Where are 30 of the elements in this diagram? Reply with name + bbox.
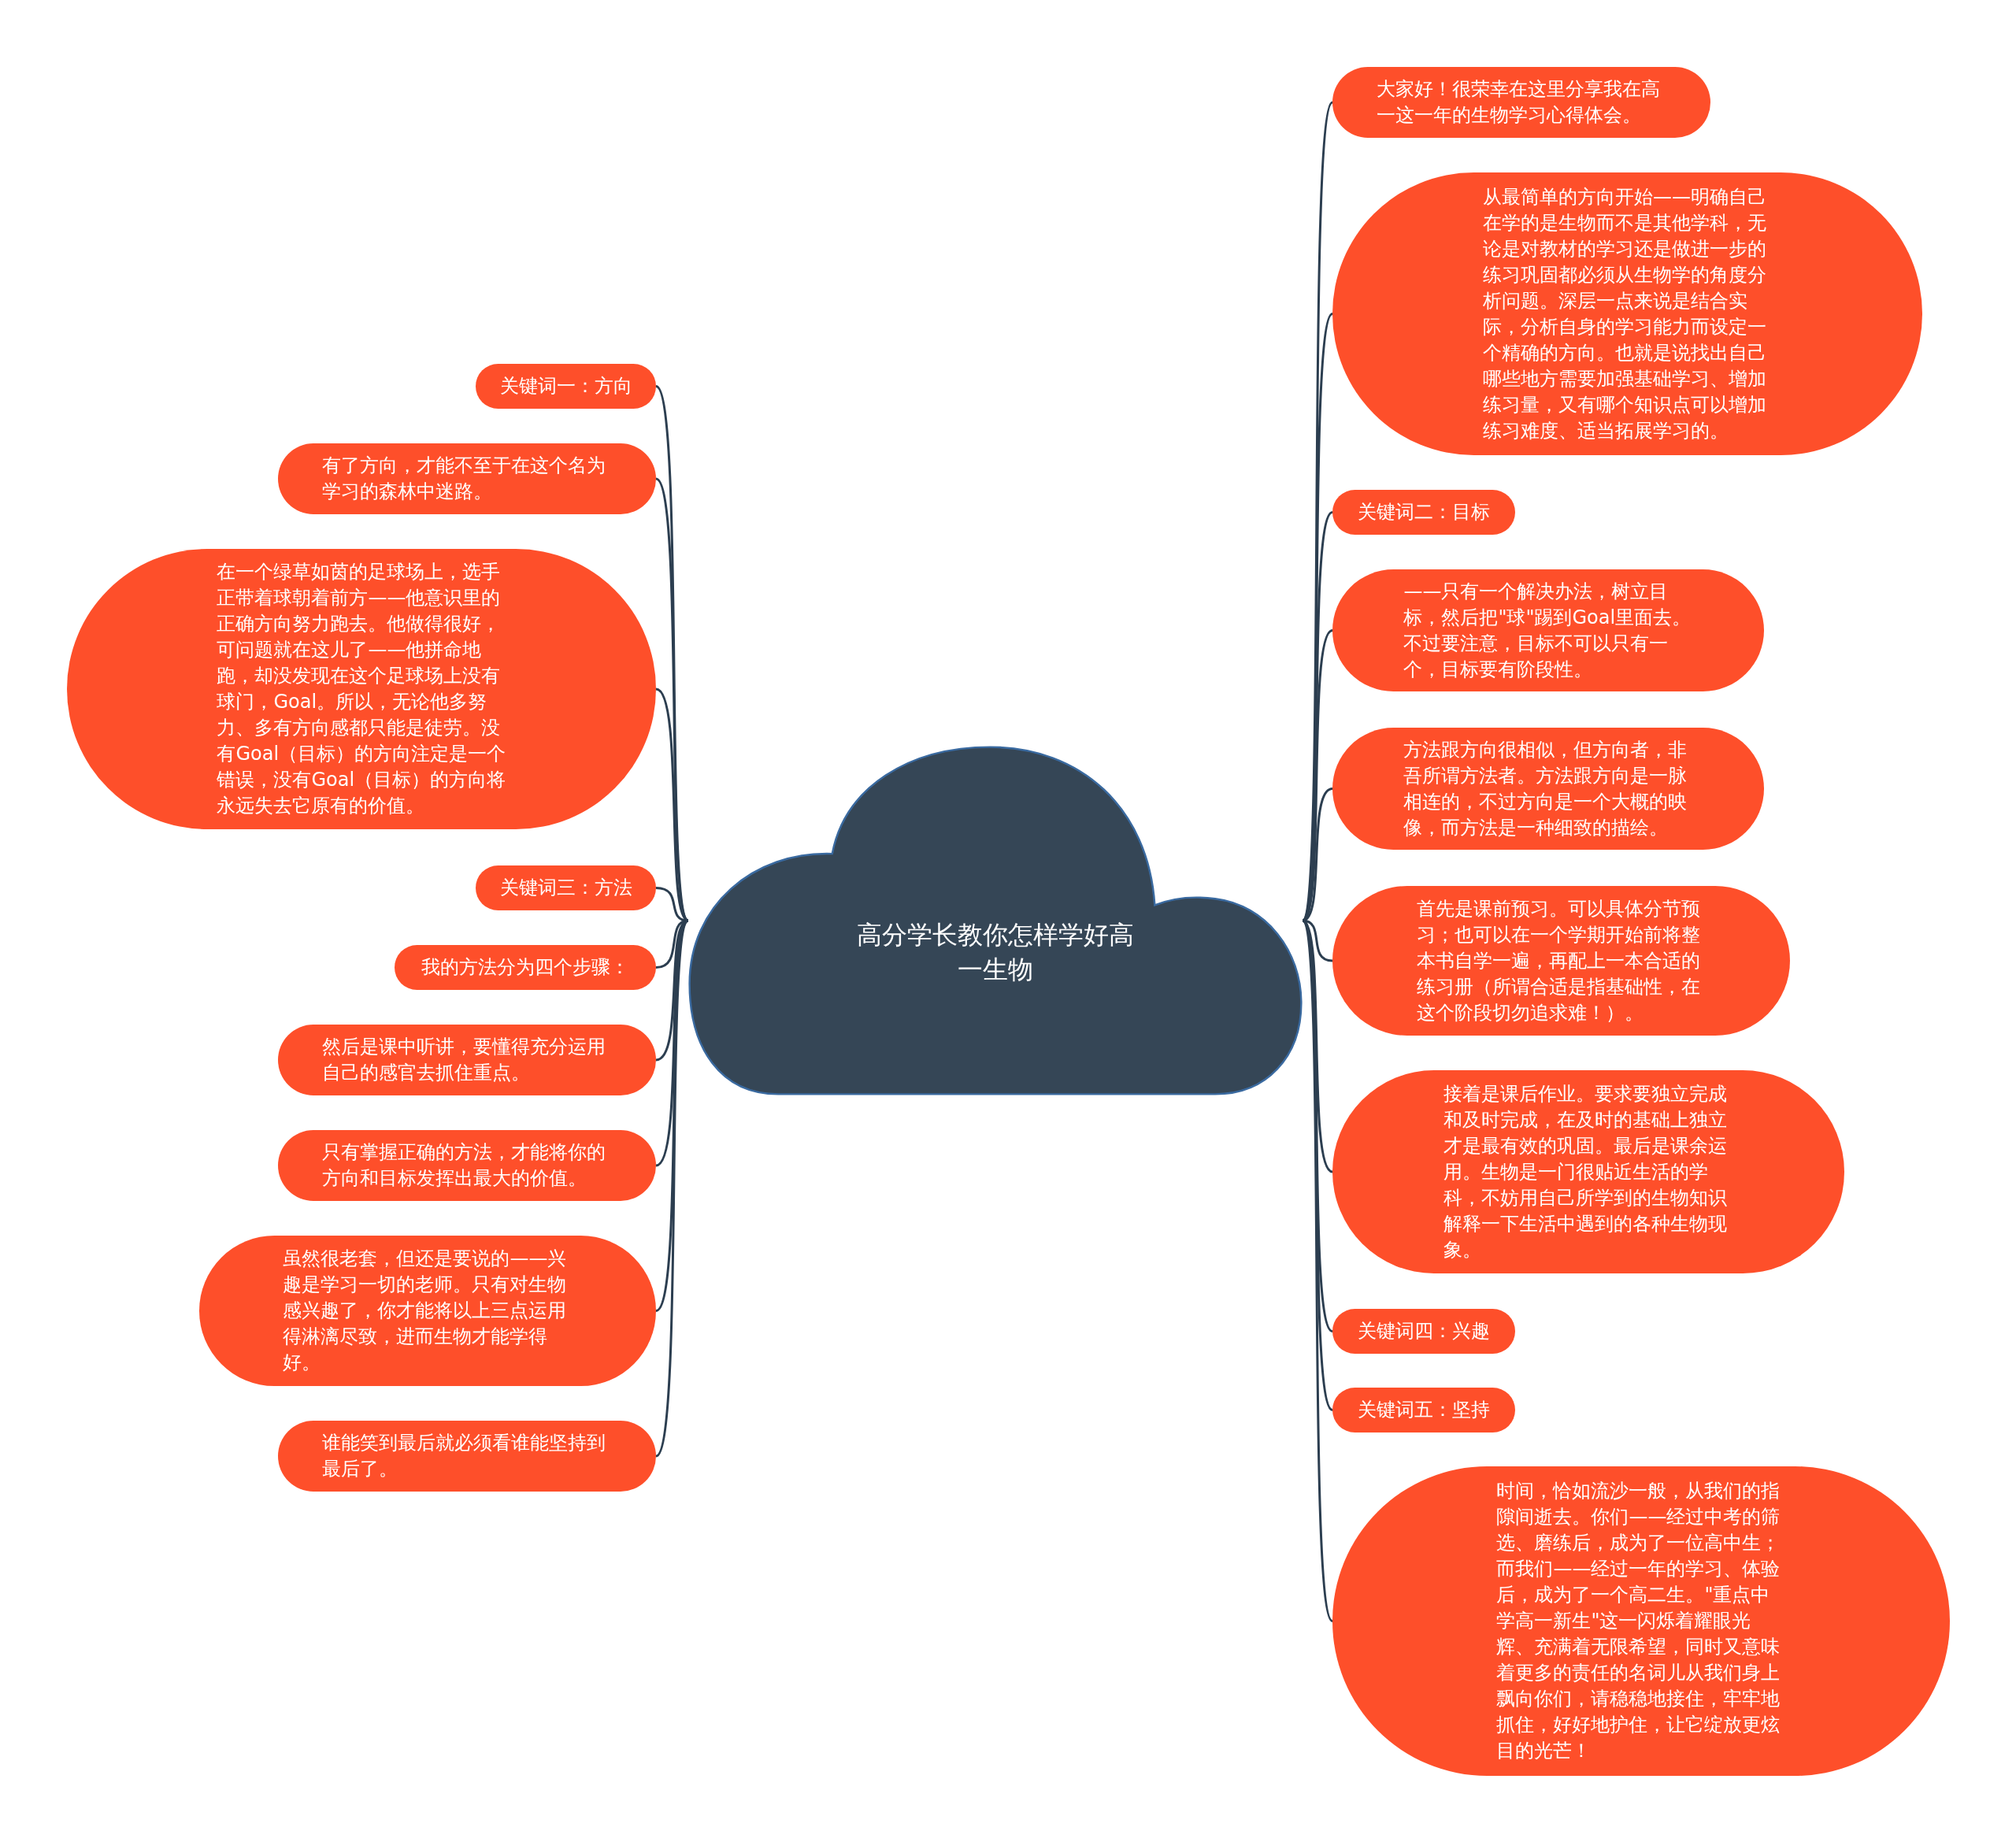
topic-text: 有了方向，才能不至于在这个名为学习的森林中迷路。 xyxy=(322,454,607,504)
topic-text: 方法跟方向很相似，但方向者，非吾所谓方法者。方法跟方向是一脉相连的，不过方向是一个大概的映像，而方法是一种细致的描绘。 xyxy=(1403,737,1688,840)
central-topic-text: 高分学长教你怎样学好高一生物 xyxy=(856,919,1135,986)
connector-line xyxy=(1301,313,1334,921)
topic-text: 首先是课前预习。可以具体分节预习；也可以在一个学期开始前将整本书自学一遍，再配上一本合适的练习册（所谓合适是指基础性，在这个阶段切勿追求难！）。 xyxy=(1416,896,1701,1025)
cloud-node xyxy=(688,746,1303,1095)
topic-text: 谁能笑到最后就必须看谁能坚持到最后了。 xyxy=(322,1431,607,1481)
topic-text: 关键词二：目标 xyxy=(1358,500,1490,524)
topic-text: 大家好！很荣幸在这里分享我在高一这一年的生物学习心得体会。 xyxy=(1377,77,1662,128)
connector-line xyxy=(1301,920,1334,1622)
topic-bubble xyxy=(395,945,656,990)
topic-bubble xyxy=(1332,1309,1515,1354)
topic-text: 然后是课中听讲，要懂得充分运用自己的感官去抓住重点。 xyxy=(322,1035,607,1085)
topic-bubble xyxy=(476,865,656,910)
topic-text: 关键词一：方向 xyxy=(499,374,632,398)
topic-bubble xyxy=(476,364,656,409)
topic-text: 关键词五：坚持 xyxy=(1358,1398,1490,1422)
topic-text: 关键词三：方法 xyxy=(499,876,632,900)
topic-text: 关键词四：兴趣 xyxy=(1358,1319,1490,1344)
topic-text: 从最简单的方向开始——明确自己在学的是生物而不是其他学科，无论是对教材的学习还是做进一步的练习巩固都必须从生物学的角度分析问题。深层一点来说是结合实际，分析自身的学习能力而设定一个精确的方向。也就是说找出自己哪些地方需要加强基础学习、增加练习量，又有哪个知识点可以增加练习难度、适当拓展学习的。 xyxy=(1482,184,1767,443)
topic-text: 只有掌握正确的方法，才能将你的方向和目标发挥出最大的价值。 xyxy=(322,1140,607,1191)
topic-text: ——只有一个解决办法，树立目标，然后把"球"踢到Goal里面去。不过要注意，目标不可以只有一个，目标要有阶段性。 xyxy=(1403,579,1692,682)
topic-text: 时间，恰如流沙一般，从我们的指隙间逝去。你们——经过中考的筛选、磨练后，成为了一位高中生；而我们——经过一年的学习、体验后，成为了一个高二生。"重点中学高一新生"这一闪烁着耀眼光辉、充满着无限希望，同时又意味着更多的责任的名词儿从我们身上飘向你们，请稳稳地接住，牢牢地抓住，好好地护住，让它绽放更炫目的光芒！ xyxy=(1496,1479,1781,1763)
topic-text: 我的方法分为四个步骤： xyxy=(421,955,629,980)
topic-text: 接着是课后作业。要求要独立完成和及时完成，在及时的基础上独立才是最有效的巩固。最后是课余运用。生物是一门很贴近生活的学科，不妨用自己所学到的生物知识解释一下生活中遇到的各种生物现象。 xyxy=(1443,1081,1729,1262)
topic-bubble xyxy=(1332,490,1515,535)
topic-text: 在一个绿草如茵的足球场上，选手正带着球朝着前方——他意识里的正确方向努力跑去。他做得很好，可问题就在这儿了——他拼命地跑，却没发现在这个足球场上没有球门，Goal。所以，无论他多努力、多有方向感都只能是徒劳。没有Goal（目标）的方向注定是一个错误，没有Goal（目标）的方向将永远失去它原有的价值。 xyxy=(217,560,506,818)
topic-bubble xyxy=(1332,1388,1515,1432)
topic-text: 虽然很老套，但还是要说的——兴趣是学习一切的老师。只有对生物感兴趣了，你才能将以上三点运用得淋漓尽致，进而生物才能学得好。 xyxy=(283,1247,568,1375)
connector-line xyxy=(654,920,690,1457)
